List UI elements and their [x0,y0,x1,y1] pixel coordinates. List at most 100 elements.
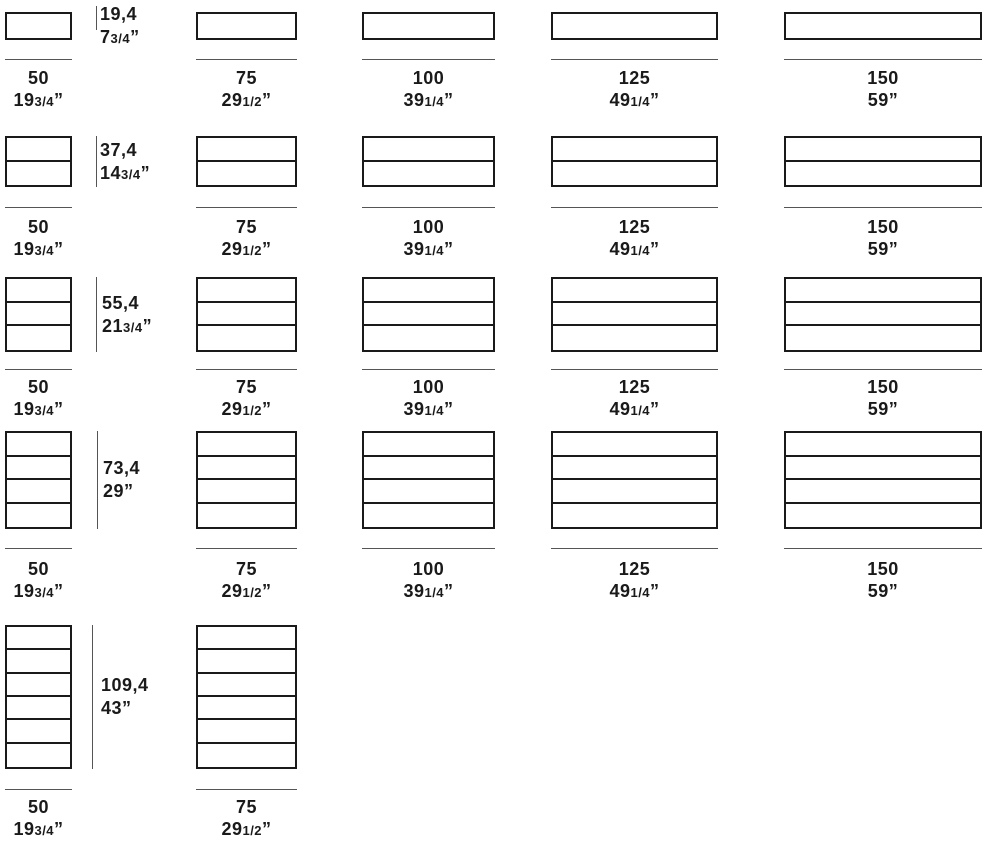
width-inch-whole: 19 [13,239,35,259]
drawer-front [7,504,70,528]
drawer-front [198,504,295,528]
drawer-front [198,720,295,744]
width-inch-whole: 29 [221,90,243,110]
width-inch-fraction: 1/4 [424,585,445,600]
width-dimension-line [551,369,718,370]
width-inch-whole: 29 [221,819,243,839]
width-dimension-line [196,59,297,60]
width-inch-fraction: 3/4 [34,243,55,258]
width-cm: 75 [235,68,258,88]
width-inch: 391/4” [369,398,489,422]
height-inch-unit: ” [124,481,134,501]
width-inch-unit: ” [262,90,272,110]
width-inch: 491/4” [575,89,695,113]
cabinet-module [5,625,72,769]
width-inch: 491/4” [575,238,695,262]
drawer-front [786,279,980,303]
width-inch-unit: ” [888,581,899,601]
width-dimension-line [5,789,72,790]
width-dimension-line [5,207,72,208]
width-cm: 125 [618,68,651,88]
width-dimension-line [196,207,297,208]
width-inch-whole: 29 [221,581,243,601]
cabinet-module [551,136,718,187]
drawer-front [198,326,295,350]
height-inch-whole: 29 [103,481,125,501]
width-inch-unit: ” [650,239,660,259]
height-inch: 43” [101,697,149,721]
height-dimension-line [96,6,97,30]
height-inch-fraction: 3/4 [123,319,143,335]
drawer-front [7,326,70,350]
drawer-front [786,480,980,504]
drawer-front [786,162,980,186]
width-inch: 59” [823,238,943,262]
height-dimension-line [96,136,97,187]
width-cm: 150 [867,217,899,237]
height-inch: 29” [103,480,140,504]
width-inch-fraction: 1/2 [242,403,263,418]
width-inch: 193/4” [0,398,99,422]
drawer-front [364,433,493,457]
drawer-front [7,138,70,162]
drawer-front [786,433,980,457]
drawer-front [7,279,70,303]
width-cm: 50 [27,559,50,579]
width-cm: 150 [867,559,899,579]
drawer-front [553,326,716,350]
width-inch-whole: 29 [221,239,243,259]
width-inch-whole: 59 [867,90,889,110]
cabinet-module [5,136,72,187]
width-inch-unit: ” [888,90,899,110]
cabinet-module [362,136,495,187]
width-inch-fraction: 3/4 [34,585,55,600]
width-inch-whole: 29 [221,399,243,419]
width-inch-unit: ” [888,399,899,419]
drawer-front [198,627,295,651]
width-inch-whole: 19 [13,90,35,110]
drawer-front [553,433,716,457]
drawer-front [786,326,980,350]
width-inch: 59” [823,580,943,604]
width-inch-fraction: 1/4 [630,585,651,600]
cabinet-module [196,136,297,187]
width-dimension-line [784,548,982,549]
height-inch-whole: 14 [100,162,122,183]
width-cm: 75 [235,217,258,237]
cabinet-module [362,12,495,40]
width-dimension-line [5,548,72,549]
drawer-front [364,162,493,186]
width-inch: 291/2” [187,238,307,262]
width-inch-whole: 39 [403,90,425,110]
width-cm: 75 [235,797,258,817]
width-dimension-line [5,59,72,60]
drawer-front [364,480,493,504]
width-cm: 50 [27,377,50,397]
drawer-front [786,457,980,480]
width-inch-fraction: 3/4 [34,94,55,109]
width-inch-unit: ” [262,819,272,839]
width-cm: 125 [618,217,651,237]
height-inch-fraction: 3/4 [121,166,141,182]
width-inch: 193/4” [0,818,99,842]
width-dimension-line [551,207,718,208]
drawer-front [364,457,493,480]
width-dimension-line [196,789,297,790]
width-dimension-line [196,369,297,370]
height-cm: 19,4 [100,4,138,24]
width-inch-whole: 49 [609,90,631,110]
